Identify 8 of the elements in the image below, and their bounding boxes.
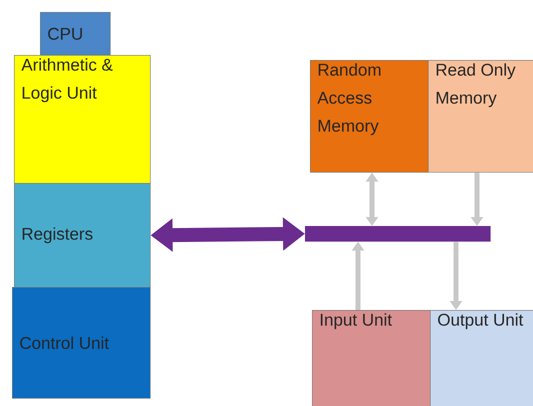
- memory-box: Random Access Memory: [310, 60, 429, 173]
- unit-box: Arithmetic & Logic Unit: [14, 55, 151, 184]
- unit-box: Output Unit: [430, 310, 533, 406]
- unit-box: Input Unit: [312, 310, 431, 406]
- unit-box: Control Unit: [12, 287, 151, 399]
- tab-box: CPU: [40, 12, 111, 56]
- unit-box: Registers: [14, 182, 151, 288]
- memory-box: Read Only Memory: [428, 60, 533, 173]
